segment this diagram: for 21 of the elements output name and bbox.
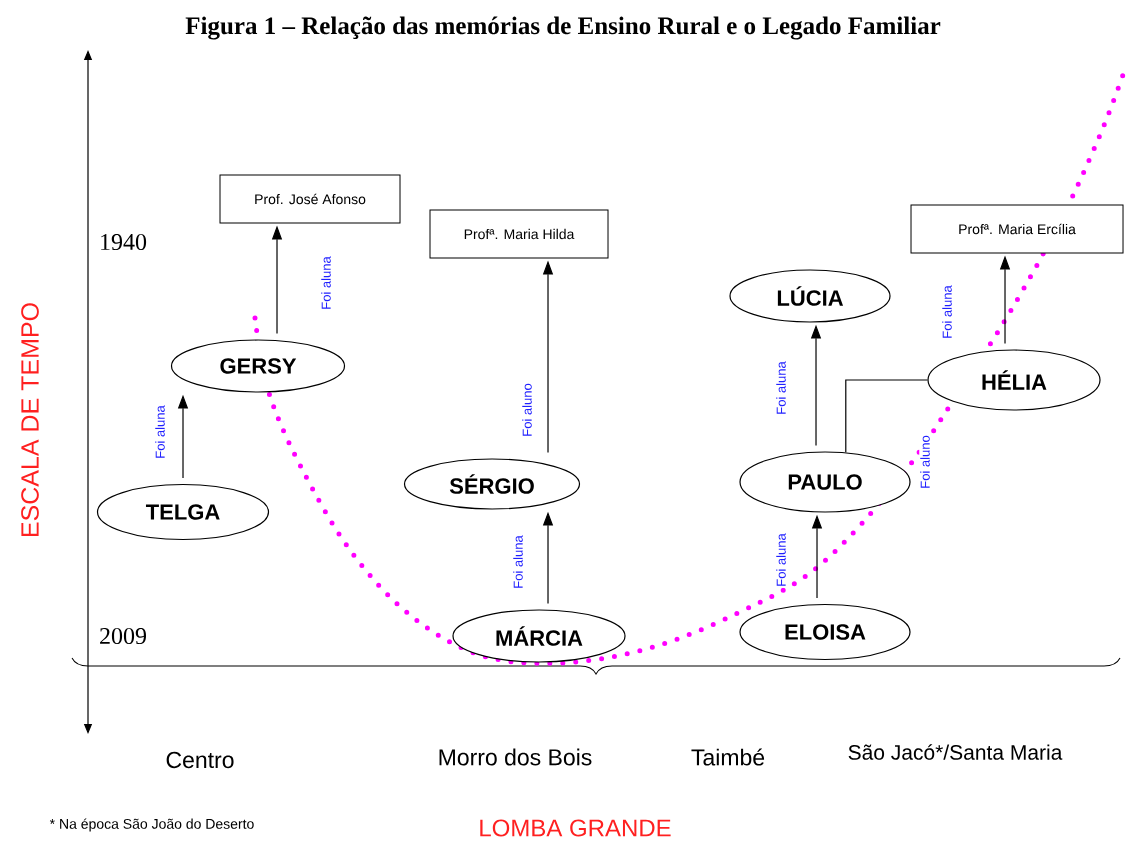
edge-label: Foi aluno	[919, 434, 931, 490]
edge-label: Foi aluna	[154, 404, 166, 460]
place-label: Taimbé	[691, 748, 765, 766]
region-label: LOMBA GRANDE	[480, 819, 671, 837]
place-label: São Jacó*/Santa Maria	[848, 744, 1063, 760]
footnote: * Na época São João do Deserto	[49, 818, 254, 832]
edge-label: Foi aluna	[512, 534, 524, 590]
teacher-box: Prof. José Afonso	[219, 174, 401, 224]
axis-title: ESCALA DE TEMPO	[21, 303, 39, 537]
teacher-box: Profª. Maria Hilda	[429, 209, 609, 259]
edge-label: Foi aluna	[320, 255, 332, 311]
edge-label: Foi aluno	[521, 382, 533, 438]
place-label: Centro	[166, 751, 234, 769]
place-label: Morro dos Bois	[439, 748, 592, 766]
title: Figura 1 – Relação das memórias de Ensino Rural e o Legado Familiar	[185, 16, 941, 40]
edge-label: Foi aluna	[775, 532, 787, 588]
teacher-box: Profª. Maria Ercília	[910, 204, 1124, 254]
year-label: 2009	[100, 627, 146, 645]
edge-label: Foi aluna	[941, 284, 953, 340]
year-label: 1940	[101, 233, 147, 251]
edge-label: Foi aluna	[775, 360, 787, 416]
